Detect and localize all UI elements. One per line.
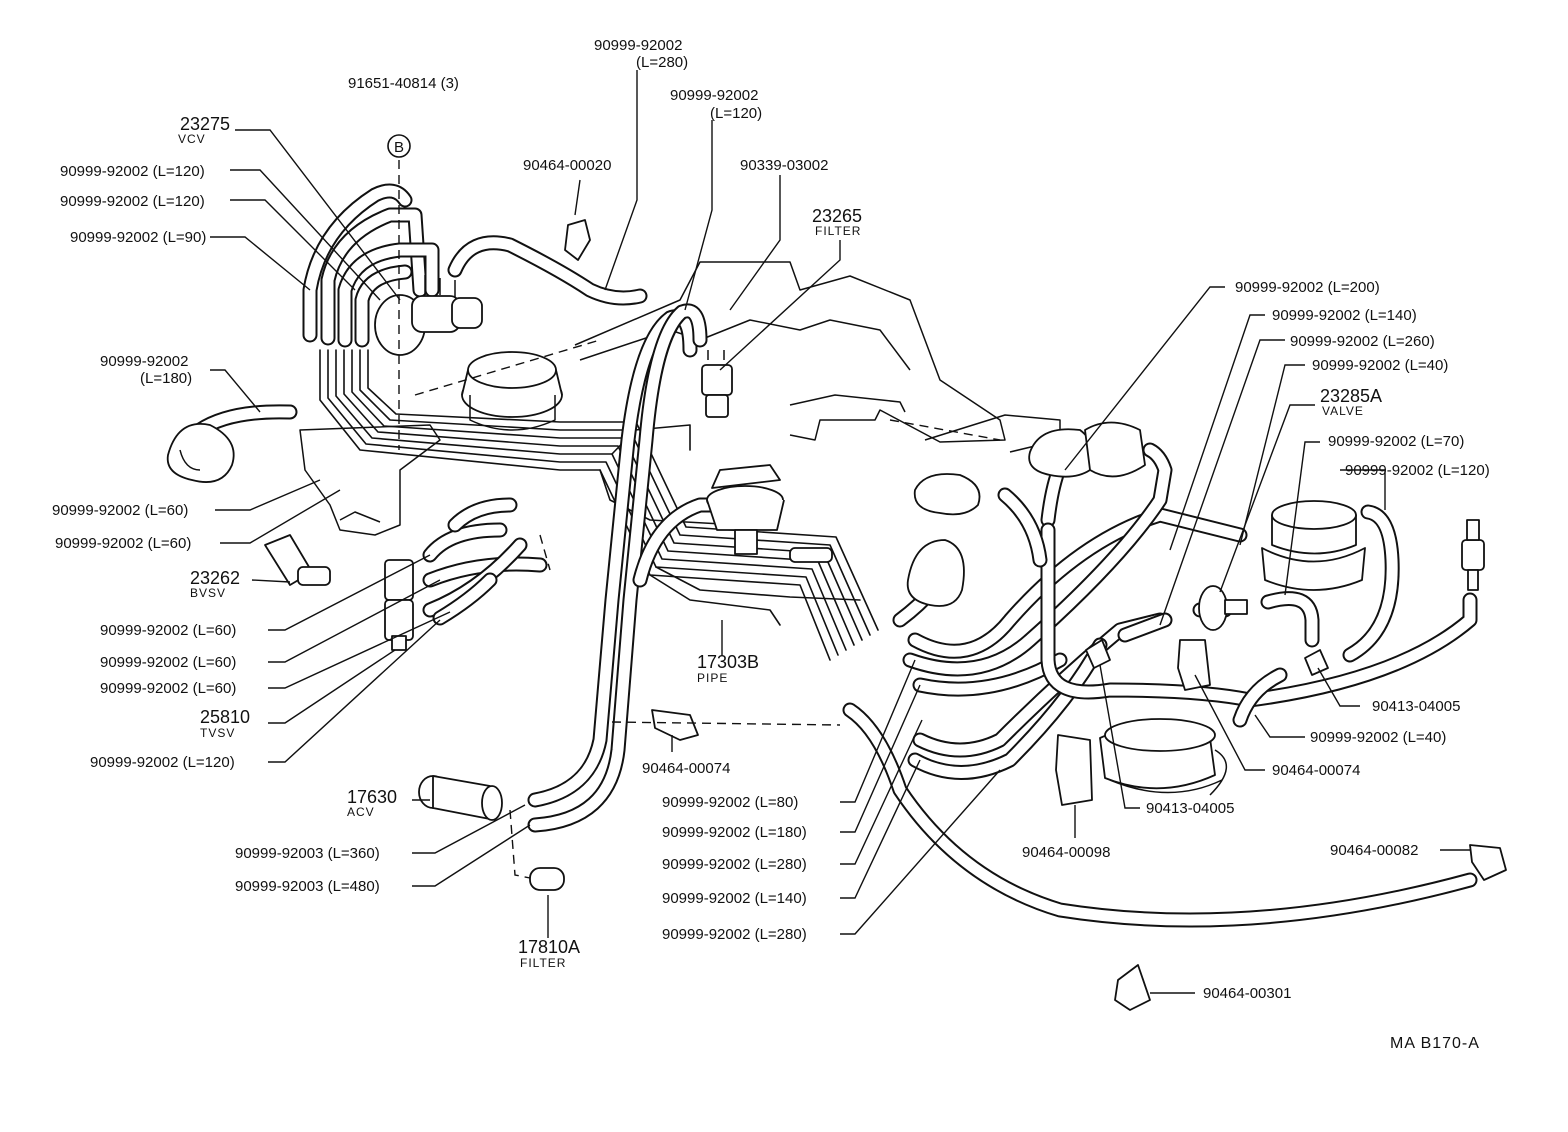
label-top-280: 90999-92002 [594,37,682,54]
vacuum-pipe-bundle [319,349,879,661]
joints [1085,639,1329,676]
filter-17810a [529,867,565,891]
acv-valve [418,775,503,821]
inline-filter-right [1461,519,1485,591]
valve-23285a [1198,585,1248,631]
label-l120-c: 90999-92002 (L=120) [90,754,235,771]
label-clamp-82: 90464-00082 [1330,842,1418,859]
label-joint-a: 90413-04005 [1372,698,1460,715]
leader-lines [210,70,1470,994]
label-tvsv-num: 25810 [200,707,250,727]
label-filter2-num: 17810A [518,937,580,957]
label-l140-b: 90999-92002 (L=140) [1272,307,1417,324]
charcoal-canister [1261,500,1366,591]
label-tube-120-len: (L=120) [710,105,762,122]
label-l90: 90999-92002 (L=90) [70,229,206,246]
label-valve-num: 23285A [1320,386,1382,406]
filler-cap [461,351,563,431]
label-acv-name: ACV [347,805,375,819]
label-l120-a: 90999-92002 (L=120) [60,163,205,180]
label-l120-b: 90999-92002 (L=120) [60,193,205,210]
label-filter-name: FILTER [815,224,861,238]
label-l60-b: 90999-92002 (L=60) [55,535,191,552]
label-valve-name: VALVE [1322,404,1364,418]
label-l480: 90999-92003 (L=480) [235,878,380,895]
label-l360: 90999-92003 (L=360) [235,845,380,862]
drawing-code: MA B170-A [1390,1035,1480,1052]
label-l40-a: 90999-92002 (L=40) [1312,357,1448,374]
brake-booster [1099,718,1227,796]
vsv-left-canister [166,423,235,483]
marker-b-label: B [394,139,404,156]
label-acv-num: 17630 [347,787,397,807]
label-l180-left: 90999-92002 [100,353,188,370]
label-bolt: 91651-40814 (3) [348,75,459,92]
callout-labels: 90999-92002 (L=280) 91651-40814 (3) 2327… [52,37,1490,1052]
label-tube-120: 90999-92002 [670,87,758,104]
label-l280-b: 90999-92002 (L=280) [662,926,807,943]
right-chambers [906,421,1146,607]
label-bvsv-num: 23262 [190,568,240,588]
label-l200: 90999-92002 (L=200) [1235,279,1380,296]
label-filter2-name: FILTER [520,956,566,970]
vcv-valve [374,275,483,356]
label-pipe-num: 17303B [697,652,759,672]
label-l180-mid: 90999-92002 (L=180) [662,824,807,841]
label-clamp-301: 90464-00301 [1203,985,1291,1002]
label-bvsv-name: BVSV [190,586,226,600]
egr-valve [706,464,833,563]
label-joint-b: 90413-04005 [1146,800,1234,817]
label-clamp-74-b: 90464-00074 [1272,762,1360,779]
label-l120-right: 90999-92002 (L=120) [1345,462,1490,479]
label-clamp-20: 90464-00020 [523,157,611,174]
label-elbow: 90339-03002 [740,157,828,174]
label-vcv-name: VCV [178,132,206,146]
dash-guides [398,160,1001,879]
label-l140-a: 90999-92002 (L=140) [662,890,807,907]
tvsv-switch [384,559,414,651]
label-l60-d: 90999-92002 (L=60) [100,654,236,671]
label-l260: 90999-92002 (L=260) [1290,333,1435,350]
label-l60-c: 90999-92002 (L=60) [100,622,236,639]
label-vcv-num: 23275 [180,114,230,134]
label-l180-left-len: (L=180) [140,370,192,387]
label-filter-num: 23265 [812,206,862,226]
label-l80: 90999-92002 (L=80) [662,794,798,811]
bvsv-switch [264,534,331,586]
label-top-280-len: (L=280) [636,54,688,71]
label-pipe-name: PIPE [697,671,728,685]
label-l60-e: 90999-92002 (L=60) [100,680,236,697]
label-clamp-74-a: 90464-00074 [642,760,730,777]
label-tvsv-name: TVSV [200,726,235,740]
label-clamp-98: 90464-00098 [1022,844,1110,861]
clamps [564,219,1507,1011]
marker-b: B [387,134,411,158]
label-l60-a: 90999-92002 (L=60) [52,502,188,519]
filter-23265 [701,350,733,418]
label-l40-b: 90999-92002 (L=40) [1310,729,1446,746]
label-l70: 90999-92002 (L=70) [1328,433,1464,450]
label-l280-a: 90999-92002 (L=280) [662,856,807,873]
